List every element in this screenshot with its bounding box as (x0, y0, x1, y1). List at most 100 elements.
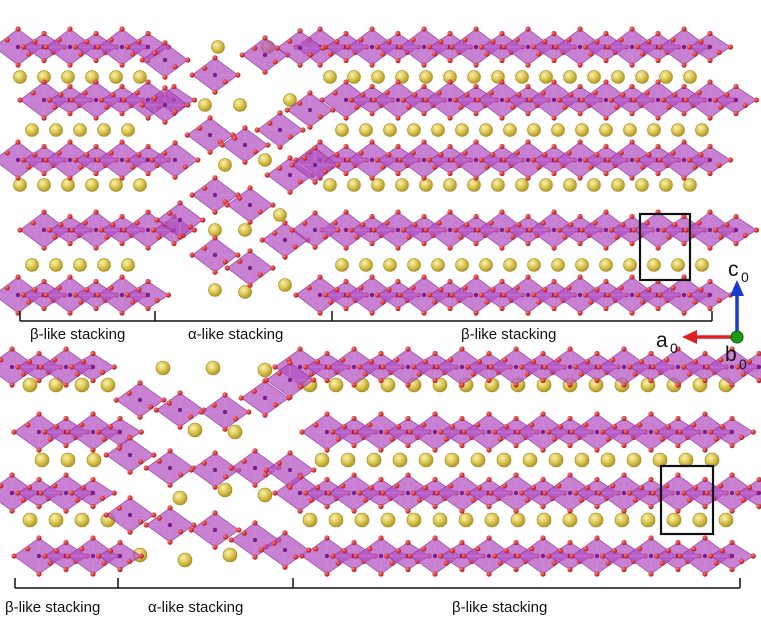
oxygen-atom (551, 30, 557, 37)
oxygen-atom (137, 380, 143, 386)
oxygen-atom (459, 539, 465, 546)
oxygen-atom (672, 222, 678, 228)
cation-atom (172, 490, 188, 506)
cation-atom (563, 178, 577, 192)
oxygen-atom (629, 240, 635, 247)
oxygen-atom (222, 259, 228, 265)
oxygen-atom (232, 135, 238, 141)
oxygen-atom (551, 209, 557, 215)
cation-atom (588, 512, 604, 528)
oxygen-atom (718, 483, 724, 489)
oxygen-atom (490, 287, 496, 293)
oxygen-atom (702, 535, 708, 541)
oxygen-atom (241, 458, 247, 464)
octahedral-cation (603, 97, 609, 103)
oxygen-atom (753, 97, 760, 103)
oxygen-atom (297, 508, 303, 514)
top-segment-label-alpha: α-like stacking (188, 326, 283, 343)
oxygen-atom (172, 64, 178, 70)
oxygen-atom (733, 110, 739, 117)
cation-atom (218, 158, 232, 172)
oxygen-atom (394, 357, 400, 363)
octahedral-cation (137, 397, 143, 403)
oxygen-atom (497, 560, 503, 566)
cation-atom (575, 258, 589, 272)
cation-atom (383, 123, 397, 137)
oxygen-atom (317, 139, 323, 145)
oxygen-atom (499, 79, 505, 85)
oxygen-atom (577, 240, 583, 247)
oxygen-atom (687, 157, 693, 163)
oxygen-atom (312, 179, 318, 185)
oxygen-atom (499, 143, 505, 150)
oxygen-atom (657, 157, 663, 163)
oxygen-atom (236, 527, 242, 533)
oxygen-atom (447, 209, 453, 215)
oxygen-atom (422, 485, 429, 491)
oxygen-atom (371, 227, 377, 233)
oxygen-atom (503, 548, 510, 554)
oxygen-atom (513, 415, 519, 422)
oxygen-atom (389, 436, 395, 442)
oxygen-atom (610, 357, 616, 363)
oxygen-atom (172, 109, 178, 115)
oxygen-atom (438, 553, 444, 559)
oxygen-atom (351, 539, 357, 546)
oxygen-atom (263, 377, 269, 383)
oxygen-atom (447, 305, 453, 312)
oxygen-atom (620, 92, 626, 98)
oxygen-atom (716, 297, 722, 303)
oxygen-atom (378, 503, 384, 510)
oxygen-atom (345, 44, 351, 50)
oxygen-atom (212, 55, 218, 61)
oxygen-atom (427, 157, 433, 163)
oxygen-atom (63, 382, 69, 388)
oxygen-atom (592, 90, 598, 96)
oxygen-atom (265, 142, 271, 148)
oxygen-atom (702, 503, 708, 510)
oxygen-atom (492, 553, 498, 559)
oxygen-atom (345, 292, 351, 298)
oxygen-atom (41, 170, 47, 177)
oxygen-atom (551, 57, 557, 64)
oxygen-atom (378, 447, 384, 453)
oxygen-atom (20, 497, 26, 503)
oxygen-atom (125, 157, 131, 163)
oxygen-atom (145, 170, 151, 177)
oxygen-atom (486, 476, 492, 483)
oxygen-atom (416, 371, 422, 377)
oxygen-atom (104, 104, 110, 110)
cation-atom (444, 452, 460, 468)
oxygen-atom (638, 485, 645, 491)
oxygen-atom (707, 79, 713, 85)
oxygen-atom (378, 571, 384, 577)
oxygen-atom (740, 371, 746, 377)
oxygen-atom (395, 30, 401, 37)
oxygen-atom (161, 397, 167, 403)
oxygen-atom (324, 377, 330, 384)
oxygen-atom (473, 62, 479, 68)
oxygen-atom (603, 79, 609, 85)
oxygen-atom (369, 310, 375, 316)
cation-atom (187, 422, 203, 438)
oxygen-atom (317, 62, 323, 68)
oxygen-atom (659, 436, 665, 442)
oxygen-atom (63, 539, 69, 546)
oxygen-atom (287, 155, 293, 161)
oxygen-atom (733, 240, 739, 247)
oxygen-atom (513, 442, 519, 449)
oxygen-atom (212, 450, 218, 456)
cation-atom (25, 258, 39, 272)
oxygen-atom (729, 382, 735, 388)
oxygen-atom (453, 97, 459, 103)
oxygen-atom (74, 371, 80, 377)
cation-atom (455, 258, 469, 272)
oxygen-atom (594, 152, 600, 158)
cation-atom (347, 178, 361, 192)
oxygen-atom (557, 97, 563, 103)
cation-atom (347, 70, 361, 84)
oxygen-atom (519, 490, 525, 496)
oxygen-atom (82, 90, 88, 96)
oxygen-atom (343, 143, 349, 150)
octahedral-cation (15, 44, 21, 50)
